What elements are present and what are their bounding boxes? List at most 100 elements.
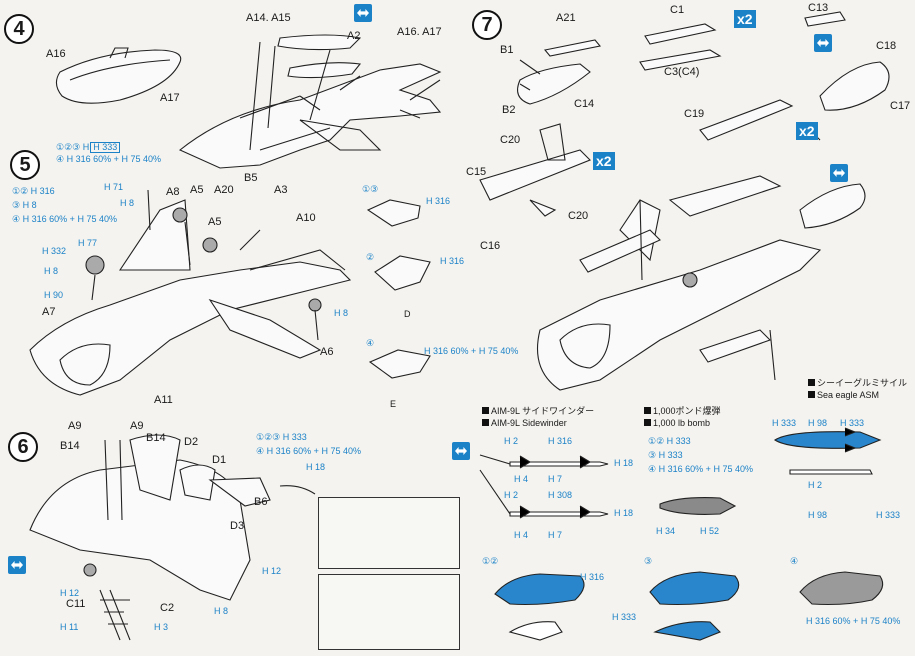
panel-letter: E	[390, 399, 397, 409]
detail-inset-bottom	[318, 574, 460, 650]
both-sides-icon	[354, 4, 372, 22]
paint-code: H 316	[426, 196, 451, 206]
paint-callout: ④ H 316 60% + H 75 40%	[256, 446, 361, 456]
paint-code: H 18	[306, 462, 326, 472]
part-label: B2	[502, 104, 516, 116]
paint-code: H 98	[808, 418, 828, 428]
part-label: B6	[254, 496, 268, 508]
part-label: C14	[574, 98, 595, 110]
paint-callout: ②	[366, 252, 375, 262]
paint-code: H 8	[334, 308, 349, 318]
paint-code: H 2	[504, 436, 519, 446]
part-label: C2	[160, 602, 175, 614]
part-label: B14	[60, 440, 80, 452]
paint-code: H 333	[772, 418, 797, 428]
part-label: C3(C4)	[664, 66, 700, 78]
paint-code: H 77	[78, 238, 98, 248]
step-4-marker: 4	[4, 14, 34, 44]
paint-callout: ④	[790, 556, 799, 566]
paint-code: H 316	[580, 572, 605, 582]
part-label: A9	[130, 420, 144, 432]
part-label: A6	[320, 346, 334, 358]
step-6-marker: 6	[8, 432, 38, 462]
part-label: A16	[46, 48, 66, 60]
paint-callout: ①②	[482, 556, 499, 566]
paint-code: H 333	[876, 510, 901, 520]
paint-callout: H 316 60% + H 75 40%	[806, 616, 901, 626]
part-label: A16. A17	[397, 26, 442, 38]
part-label: B14	[146, 432, 166, 444]
paint-code: H 316	[548, 436, 573, 446]
missile-icon	[8, 556, 26, 574]
paint-code: H 2	[504, 490, 519, 500]
part-label: C18	[876, 40, 897, 52]
part-label: C17	[890, 100, 911, 112]
paint-callout: ①② H 333	[648, 436, 691, 446]
paint-code: H 34	[656, 526, 676, 536]
part-label: D1	[212, 454, 227, 466]
paint-code: H 90	[44, 290, 64, 300]
qty-x2-badge: x2	[593, 152, 615, 170]
part-label: A11	[154, 394, 173, 406]
panel-letter: D	[404, 309, 411, 319]
part-label: A7	[42, 306, 56, 318]
detail-inset-top	[318, 497, 460, 569]
part-label: C11	[66, 598, 86, 610]
part-label: A21	[556, 12, 576, 24]
part-label: D2	[184, 436, 199, 448]
part-label: C19	[684, 108, 705, 120]
step-7-marker: 7	[472, 10, 502, 40]
part-label: C15	[466, 166, 487, 178]
paint-code: H 8	[214, 606, 229, 616]
paint-code: H 4	[514, 474, 529, 484]
paint-code: H 18	[614, 458, 634, 468]
part-label: C13	[808, 2, 829, 14]
paint-code: H 308	[548, 490, 573, 500]
weapon-note: AIM-9L サイドワインダー	[482, 406, 594, 417]
paint-code: H 12	[262, 566, 282, 576]
paint-code: H 7	[548, 530, 563, 540]
step-5-marker: 5	[10, 150, 40, 180]
weapon-note: Sea eagle ASM	[808, 390, 879, 401]
paint-code: H 2	[808, 480, 823, 490]
weapon-note: 1,000ポンド爆弾	[644, 406, 721, 417]
part-label: D3	[230, 520, 245, 532]
qty-x2-badge: x2	[796, 122, 818, 140]
paint-code: H 4	[514, 530, 529, 540]
weapon-note: AIM-9L Sidewinder	[482, 418, 567, 429]
part-label: A20	[214, 184, 234, 196]
paint-code: H 8	[120, 198, 135, 208]
paint-callout: H 316 60% + H 75 40%	[424, 346, 519, 356]
paint-code: H 332	[42, 246, 67, 256]
paint-code: H 8	[44, 266, 59, 276]
weapon-note: 1,000 lb bomb	[644, 418, 710, 429]
paint-code: H 7	[548, 474, 563, 484]
paint-callout: ①②③ H 333	[256, 432, 307, 442]
part-label: C20	[500, 134, 521, 146]
paint-callout: ③	[644, 556, 653, 566]
paint-callout: ④ H 316 60% + H 75 40%	[56, 154, 161, 164]
part-label: A17	[160, 92, 180, 104]
part-label: A5	[190, 184, 204, 196]
both-sides-icon	[830, 164, 848, 182]
weapon-note: シーイーグルミサイル	[808, 378, 907, 389]
paint-code: H 316	[440, 256, 465, 266]
paint-code: H 333	[840, 418, 865, 428]
part-label: A8	[166, 186, 180, 198]
part-label: B1	[500, 44, 514, 56]
paint-code: H 98	[808, 510, 828, 520]
paint-code: H 3	[154, 622, 169, 632]
part-label: A14. A15	[246, 12, 291, 24]
part-label: A10	[296, 212, 316, 224]
part-label: C1	[670, 4, 685, 16]
paint-code: H 18	[614, 508, 634, 518]
qty-x2-badge: x2	[734, 10, 756, 28]
paint-callout: ④ H 316 60% + H 75 40%	[648, 464, 753, 474]
paint-code: H 333	[612, 612, 637, 622]
paint-callout: ③ H 8	[12, 200, 37, 210]
paint-callout: ①② H 316	[12, 186, 55, 196]
part-label: A9	[68, 420, 82, 432]
part-label: A5	[208, 216, 222, 228]
